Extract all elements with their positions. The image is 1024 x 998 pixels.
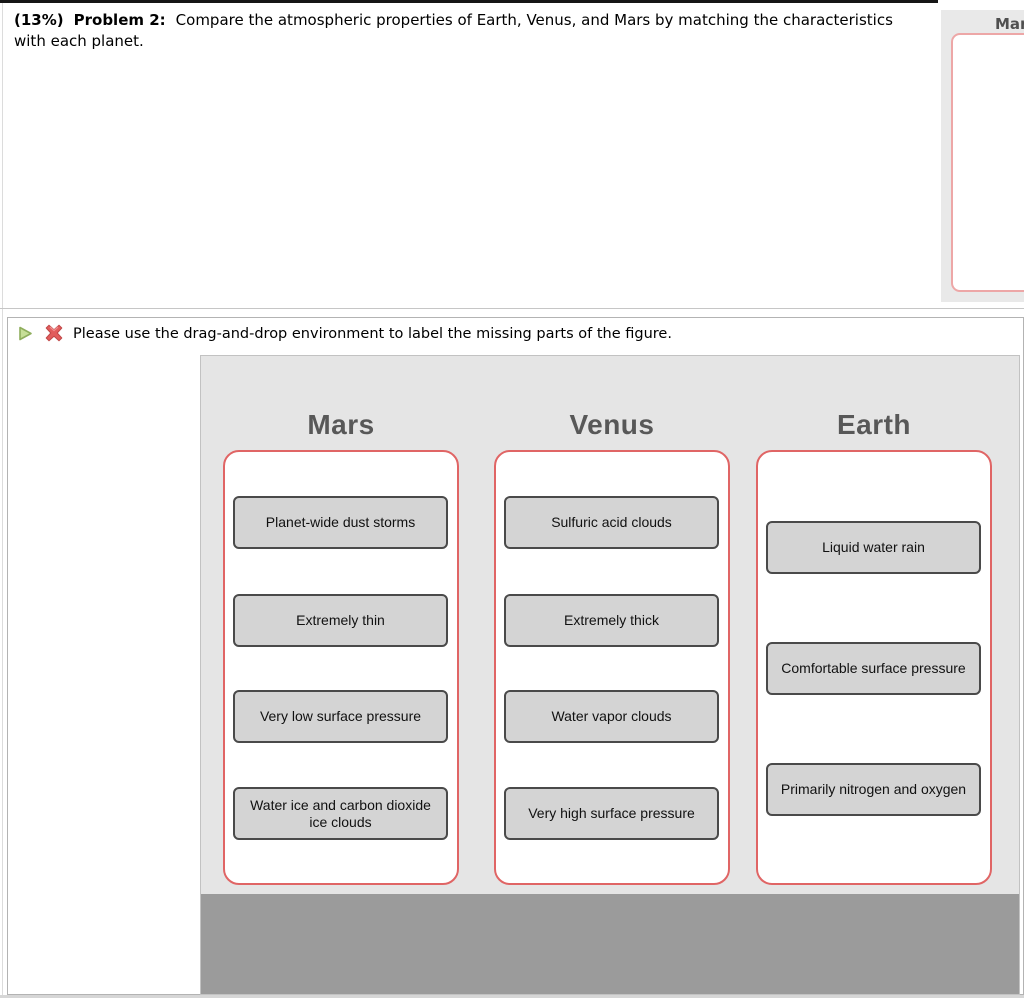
column-header-venus: Venus — [569, 409, 655, 440]
column-header-mars: Mars — [307, 409, 375, 440]
drag-chip[interactable]: Water vapor clouds — [504, 690, 719, 743]
preview-panel-title: Mars — [995, 15, 1024, 33]
dropzone-venus[interactable]: Sulfuric acid clouds Extremely thick Wat… — [494, 450, 730, 885]
chip-tray-band — [201, 894, 1019, 994]
preview-dropzone[interactable] — [951, 33, 1024, 292]
problem-statement: (13%) Problem 2:Compare the atmospheric p… — [14, 10, 920, 52]
page-left-border — [2, 3, 3, 995]
section-divider — [0, 308, 1024, 309]
bottom-edge-strip — [0, 995, 1024, 998]
play-icon[interactable] — [17, 325, 34, 342]
drag-chip[interactable]: Extremely thin — [233, 594, 448, 647]
figure-preview-panel: Mars — [941, 10, 1024, 302]
top-divider — [0, 0, 938, 3]
dropzone-earth[interactable]: Liquid water rain Comfortable surface pr… — [756, 450, 992, 885]
drag-chip[interactable]: Extremely thick — [504, 594, 719, 647]
instruction-text: Please use the drag-and-drop environment… — [73, 326, 672, 342]
drag-chip[interactable]: Primarily nitrogen and oxygen — [766, 763, 981, 816]
drag-chip[interactable]: Sulfuric acid clouds — [504, 496, 719, 549]
drag-chip[interactable]: Water ice and carbon dioxide ice clouds — [233, 787, 448, 840]
incorrect-x-icon — [45, 324, 63, 342]
dropzone-mars[interactable]: Planet-wide dust storms Extremely thin V… — [223, 450, 459, 885]
problem-points: (13%) — [14, 11, 64, 29]
drag-chip[interactable]: Planet-wide dust storms — [233, 496, 448, 549]
column-header-earth: Earth — [836, 409, 912, 440]
problem-label: Problem 2: — [73, 11, 166, 29]
drag-chip[interactable]: Comfortable surface pressure — [766, 642, 981, 695]
problem-text: Compare the atmospheric properties of Ea… — [14, 11, 893, 50]
dragdrop-area: Mars Venus Earth Planet-wide dust storms… — [200, 355, 1020, 995]
drag-chip[interactable]: Very low surface pressure — [233, 690, 448, 743]
drag-chip[interactable]: Liquid water rain — [766, 521, 981, 574]
interaction-panel: Please use the drag-and-drop environment… — [7, 317, 1024, 995]
drag-chip[interactable]: Very high surface pressure — [504, 787, 719, 840]
